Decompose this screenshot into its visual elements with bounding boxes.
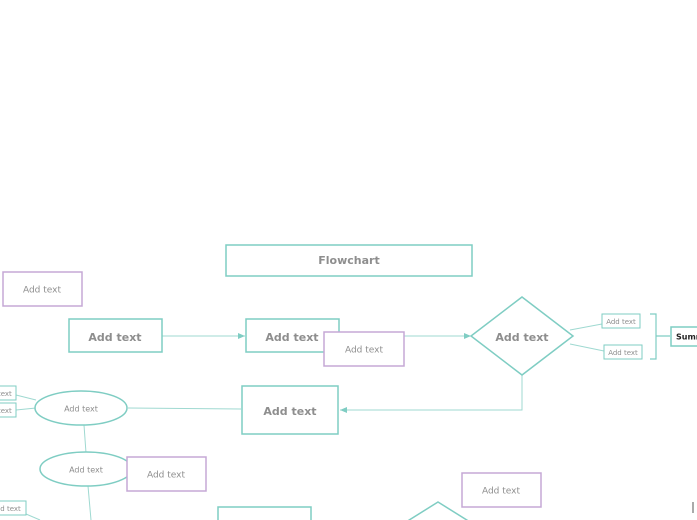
decision-node-label: Add text	[495, 331, 548, 344]
note-bottom-right[interactable]: Add text	[461, 472, 542, 508]
left-branch-3-label: Add text	[0, 505, 21, 513]
note-process-1-label: Add text	[345, 346, 384, 356]
branch-no-label: Add text	[608, 349, 638, 357]
process-node-1-label: Add text	[265, 331, 318, 344]
process-node-3-partial[interactable]	[217, 506, 312, 520]
left-branch-2-label: Add text	[0, 407, 12, 415]
summary-node[interactable]: Summary	[670, 326, 697, 347]
left-branch-1-label: Add text	[0, 390, 12, 398]
edge-left-3	[25, 513, 41, 520]
ellipse-node-1[interactable]: Add text	[34, 390, 128, 426]
edge-ellipse-1-to-ellipse-2	[83, 424, 87, 454]
note-process-1[interactable]: Add text	[323, 331, 405, 367]
start-node[interactable]: Add text	[68, 318, 163, 353]
edge-process-2-to-ellipse-1	[127, 407, 242, 410]
ellipse-node-2[interactable]: Add text	[39, 451, 133, 487]
note-top-left-label: Add text	[23, 286, 62, 296]
branch-yes[interactable]: Add text	[601, 313, 641, 329]
left-branch-2[interactable]: Add text	[0, 402, 17, 418]
summary-bracket	[650, 313, 670, 360]
left-branch-3[interactable]: Add text	[0, 500, 27, 516]
note-ellipse-2-label: Add text	[147, 471, 186, 481]
note-bottom-right-label: Add text	[482, 487, 521, 497]
flowchart-title-box[interactable]: Flowchart	[225, 244, 473, 277]
branch-yes-label: Add text	[606, 318, 636, 326]
edge-ellipse-1-to-left-1	[15, 394, 37, 401]
edge-decision-to-process-2	[340, 375, 523, 413]
note-ellipse-2[interactable]: Add text	[126, 456, 207, 492]
flowchart-title: Flowchart	[318, 254, 379, 267]
start-node-label: Add text	[88, 331, 141, 344]
edge-ellipse-2-down	[87, 485, 92, 520]
branch-no[interactable]: Add text	[603, 344, 643, 360]
edge-ellipse-1-to-left-2	[15, 407, 37, 411]
edge-decision-to-no	[569, 343, 605, 352]
note-top-left[interactable]: Add text	[2, 271, 83, 307]
ellipse-node-1-label: Add text	[64, 405, 98, 414]
process-node-2[interactable]: Add text	[241, 385, 339, 435]
ellipse-node-2-label: Add text	[69, 466, 103, 475]
decision-node-2-partial[interactable]	[406, 501, 470, 520]
decision-node[interactable]: Add text	[469, 296, 575, 376]
summary-label: Summary	[676, 333, 697, 342]
edge-decision-to-yes	[569, 323, 603, 331]
left-branch-1[interactable]: Add text	[0, 385, 17, 401]
process-node-2-label: Add text	[263, 405, 316, 418]
